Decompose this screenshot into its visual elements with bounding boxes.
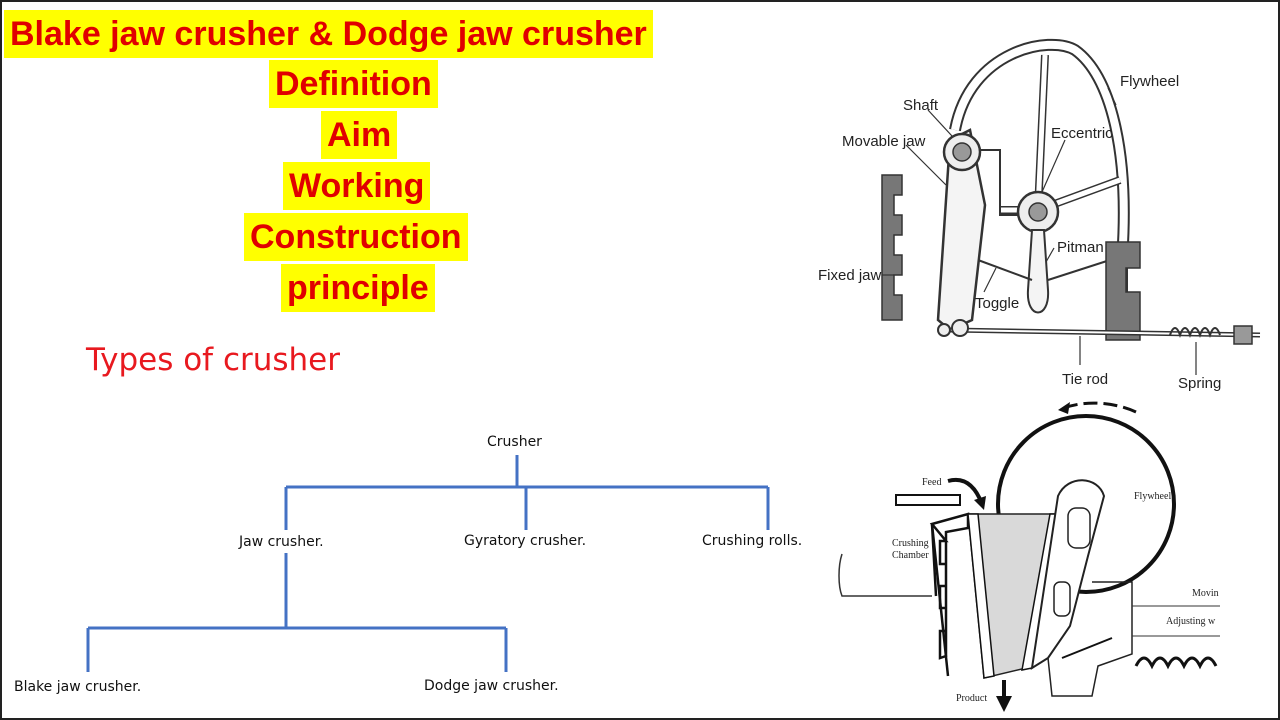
heading-line-title: Blake jaw crusher & Dodge jaw crusher <box>4 10 653 58</box>
tree-node-blake-jaw-crusher: Blake jaw crusher. <box>14 679 142 695</box>
heading-line-construction: Construction <box>244 213 468 261</box>
dodge-jaw-crusher-diagram: Feed Flywheel Crushing Chamber Movin Adj… <box>838 401 1220 712</box>
movable-jaw <box>936 128 987 332</box>
label-flywheel: Flywheel <box>1134 491 1171 502</box>
label-fixed-jaw: Fixed jaw <box>818 267 882 284</box>
tree-node-crusher: Crusher <box>487 434 542 450</box>
label-eccentric: Eccentric <box>1051 125 1113 142</box>
rotation-arrow <box>1063 401 1137 414</box>
pitman <box>1026 229 1050 314</box>
heading-line-definition: Definition <box>269 60 438 108</box>
crusher-tree-lines <box>86 455 770 672</box>
tree-node-gyratory-crusher: Gyratory crusher. <box>464 533 587 549</box>
types-of-crusher-title: Types of crusher <box>86 342 340 378</box>
heading-line-aim: Aim <box>321 111 398 159</box>
spring <box>1169 327 1221 338</box>
spring <box>1134 656 1218 670</box>
label-crushing: Crushing <box>892 538 929 549</box>
label-spring: Spring <box>1178 375 1221 392</box>
blake-jaw-crusher-diagram: Shaft Flywheel Eccentric Movable jaw Fix… <box>818 38 1261 392</box>
label-pitman: Pitman <box>1057 239 1104 256</box>
label-feed: Feed <box>922 477 941 488</box>
heading-line-principle: principle <box>281 264 435 312</box>
label-chamber: Chamber <box>892 550 929 561</box>
feed-plate <box>895 494 961 506</box>
frame-block <box>1105 241 1141 341</box>
flywheel <box>996 414 1176 594</box>
label-moving: Movin <box>1192 588 1219 599</box>
label-flywheel: Flywheel <box>1120 73 1179 90</box>
toggle <box>977 259 1033 281</box>
heading-line-working: Working <box>283 162 431 210</box>
fixed-jaw <box>881 174 903 321</box>
tree-node-jaw-crusher: Jaw crusher. <box>239 534 324 550</box>
tree-node-dodge-jaw-crusher: Dodge jaw crusher. <box>424 678 559 694</box>
tree-node-crushing-rolls: Crushing rolls. <box>702 533 803 549</box>
label-product: Product <box>956 693 987 704</box>
label-toggle: Toggle <box>975 295 1019 312</box>
label-adjusting: Adjusting w <box>1166 616 1216 627</box>
label-shaft: Shaft <box>903 97 939 114</box>
label-tie-rod: Tie rod <box>1062 371 1108 388</box>
label-movable-jaw: Movable jaw <box>842 133 926 150</box>
